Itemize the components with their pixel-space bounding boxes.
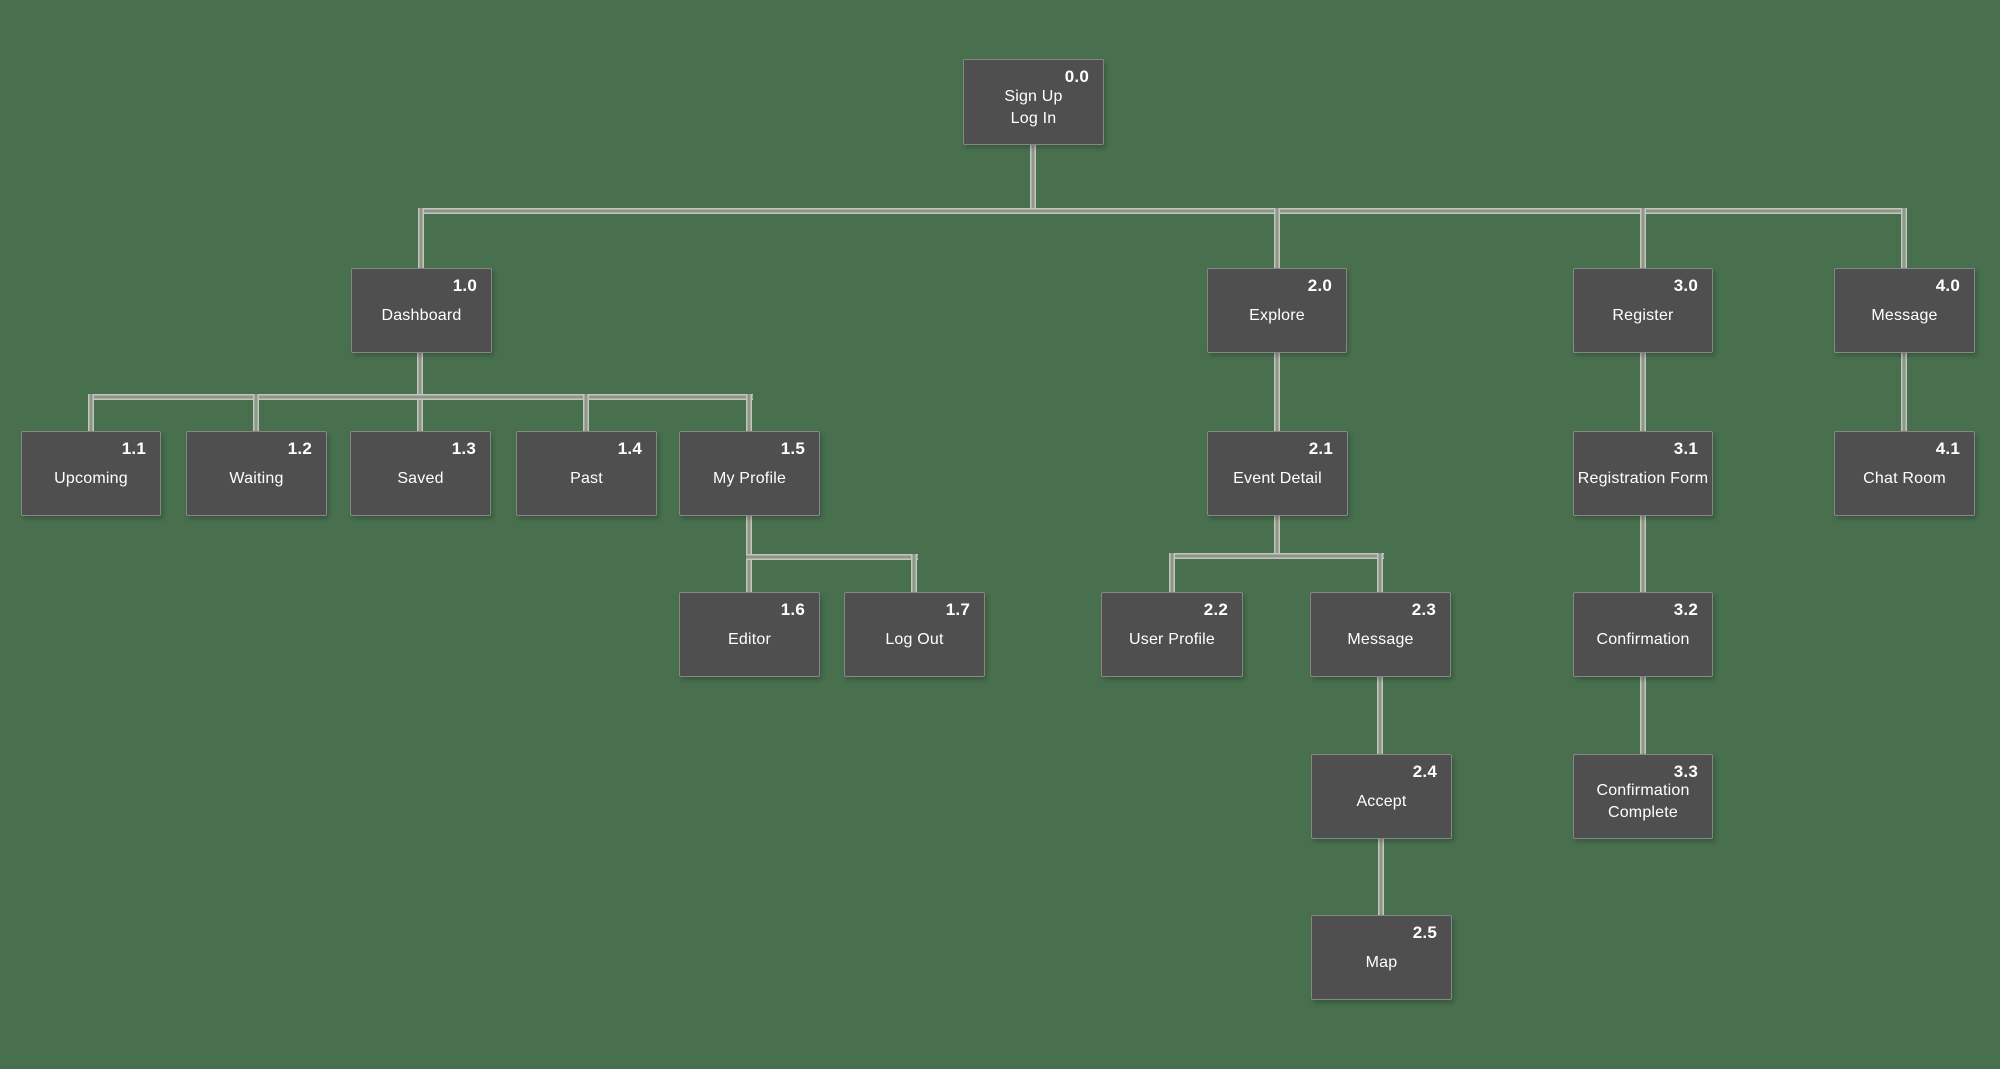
connector: [1640, 353, 1646, 431]
node-label: Event Detail: [1233, 470, 1322, 488]
node-4-0-message[interactable]: 4.0 Message: [1834, 268, 1975, 353]
node-1-3-saved[interactable]: 1.3 Saved: [350, 431, 491, 516]
node-0-0-sign-up-log-in[interactable]: 0.0 Sign Up Log In: [963, 59, 1104, 145]
connector: [253, 394, 259, 431]
connector: [1169, 553, 1384, 559]
connector: [911, 554, 917, 592]
node-2-5-map[interactable]: 2.5 Map: [1311, 915, 1452, 1000]
node-label: My Profile: [712, 470, 787, 488]
connector: [1274, 208, 1280, 268]
node-label: Accept: [1356, 793, 1407, 811]
node-number: 1.2: [287, 439, 312, 458]
node-number: 2.2: [1203, 600, 1228, 619]
node-1-0-dashboard[interactable]: 1.0 Dashboard: [351, 268, 492, 353]
node-number: 0.0: [1064, 67, 1089, 86]
node-number: 2.1: [1308, 439, 1333, 458]
connector: [1901, 353, 1907, 431]
connector: [1274, 516, 1280, 559]
connector: [417, 353, 423, 431]
node-label: Message: [1347, 631, 1414, 649]
node-number: 2.4: [1412, 762, 1437, 781]
node-number: 4.0: [1935, 276, 1960, 295]
node-label: Past: [570, 470, 603, 488]
connector: [1378, 839, 1384, 915]
node-label: Editor: [728, 631, 771, 649]
node-1-5-my-profile[interactable]: 1.5 My Profile: [679, 431, 820, 516]
node-number: 1.0: [452, 276, 477, 295]
connector: [746, 394, 752, 431]
connector: [1377, 677, 1383, 754]
node-number: 1.4: [617, 439, 642, 458]
node-label: Message: [1871, 307, 1938, 325]
node-label: Upcoming: [54, 470, 128, 488]
node-2-4-accept[interactable]: 2.4 Accept: [1311, 754, 1452, 839]
node-number: 2.0: [1307, 276, 1332, 295]
node-label: Dashboard: [381, 307, 462, 325]
node-number: 3.3: [1673, 762, 1698, 781]
connector: [88, 394, 753, 400]
node-label: Saved: [397, 470, 444, 488]
connector: [88, 394, 94, 431]
connector: [746, 554, 918, 560]
node-label: Explore: [1249, 307, 1305, 325]
node-2-1-event-detail[interactable]: 2.1 Event Detail: [1207, 431, 1348, 516]
node-3-0-register[interactable]: 3.0 Register: [1573, 268, 1713, 353]
connector: [1640, 516, 1646, 592]
node-2-0-explore[interactable]: 2.0 Explore: [1207, 268, 1347, 353]
node-2-2-user-profile[interactable]: 2.2 User Profile: [1101, 592, 1243, 677]
node-4-1-chat-room[interactable]: 4.1 Chat Room: [1834, 431, 1975, 516]
node-label: Register: [1612, 307, 1674, 325]
node-label: User Profile: [1129, 631, 1215, 649]
node-1-1-upcoming[interactable]: 1.1 Upcoming: [21, 431, 161, 516]
connector: [1030, 145, 1036, 214]
node-label: Chat Room: [1863, 470, 1946, 488]
node-number: 3.2: [1673, 600, 1698, 619]
node-number: 2.3: [1411, 600, 1436, 619]
connector: [1640, 208, 1646, 268]
node-1-2-waiting[interactable]: 1.2 Waiting: [186, 431, 327, 516]
node-3-2-confirmation[interactable]: 3.2 Confirmation: [1573, 592, 1713, 677]
node-label: Map: [1365, 954, 1398, 972]
node-label: Sign Up Log In: [1004, 87, 1063, 127]
node-1-7-log-out[interactable]: 1.7 Log Out: [844, 592, 985, 677]
node-3-3-confirmation-complete[interactable]: 3.3 Confirmation Complete: [1573, 754, 1713, 839]
connector: [1377, 553, 1383, 592]
node-number: 2.5: [1412, 923, 1437, 942]
connector: [418, 208, 424, 268]
node-number: 1.7: [945, 600, 970, 619]
connector: [418, 208, 1907, 214]
node-number: 1.1: [121, 439, 146, 458]
connector: [583, 394, 589, 431]
node-label: Log Out: [885, 631, 944, 649]
node-label: Waiting: [229, 470, 284, 488]
node-label: Confirmation Complete: [1596, 782, 1690, 822]
node-label: Registration Form: [1577, 470, 1709, 488]
connector: [1901, 208, 1907, 268]
connector: [1274, 353, 1280, 431]
node-3-1-registration-form[interactable]: 3.1 Registration Form: [1573, 431, 1713, 516]
node-label: Confirmation: [1596, 631, 1690, 649]
node-1-6-editor[interactable]: 1.6 Editor: [679, 592, 820, 677]
node-number: 3.0: [1673, 276, 1698, 295]
connector: [1640, 677, 1646, 754]
node-2-3-message[interactable]: 2.3 Message: [1310, 592, 1451, 677]
node-number: 1.6: [780, 600, 805, 619]
node-number: 4.1: [1935, 439, 1960, 458]
node-number: 1.5: [780, 439, 805, 458]
node-1-4-past[interactable]: 1.4 Past: [516, 431, 657, 516]
node-number: 3.1: [1673, 439, 1698, 458]
connector: [1169, 553, 1175, 592]
node-number: 1.3: [451, 439, 476, 458]
